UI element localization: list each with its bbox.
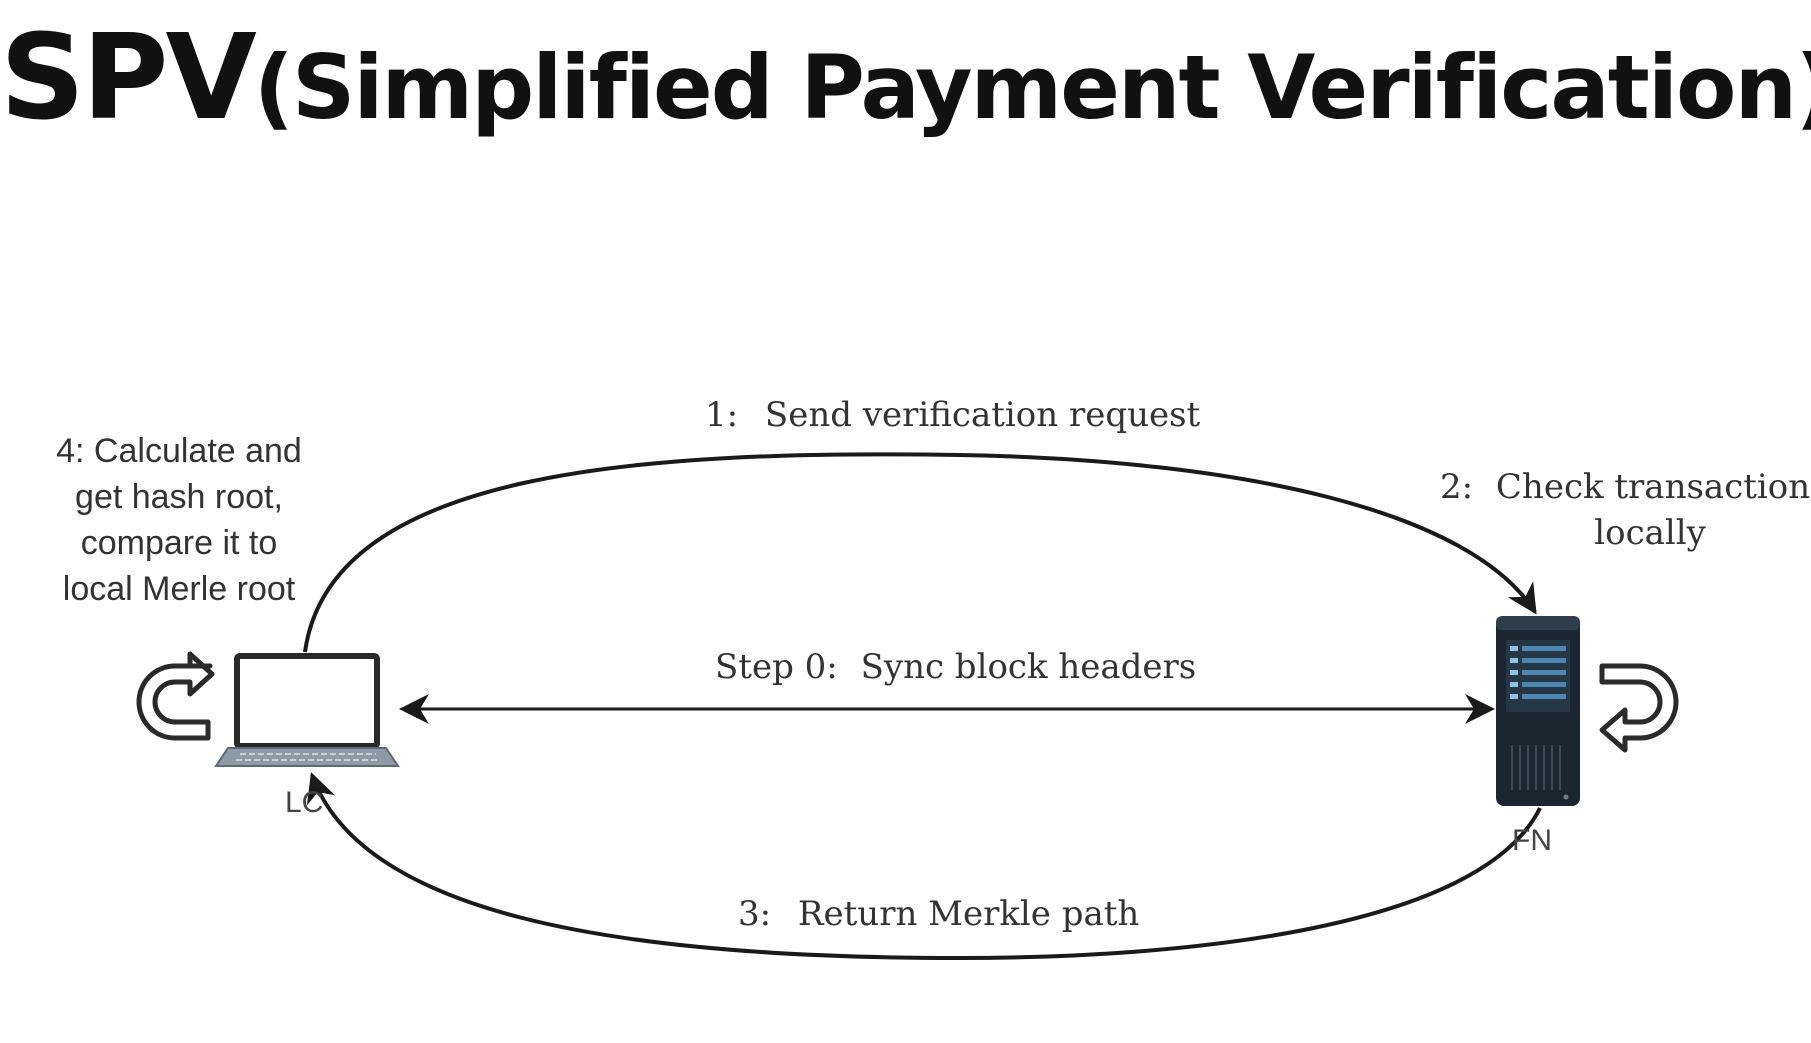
step4-line1: 4: Calculate and xyxy=(56,432,302,470)
fn-local-loop-icon xyxy=(1599,663,1679,753)
laptop-icon xyxy=(214,653,400,767)
step2-label: 2: Check transaction locally xyxy=(1440,464,1810,556)
step0-text: Sync block headers xyxy=(860,647,1197,687)
step1-arrow xyxy=(303,452,1537,653)
title-acronym: SPV xyxy=(0,8,257,146)
step3-text: Return Merkle path xyxy=(797,894,1140,934)
step1-label: 1: Send verification request xyxy=(705,392,1200,438)
step4-line3: compare it to xyxy=(80,524,278,562)
step2-line2: locally xyxy=(1594,513,1706,553)
step3-label: 3: Return Merkle path xyxy=(738,891,1139,937)
fn-node-label: FN xyxy=(1512,824,1552,857)
diagram-title: SPV(Simplified Payment Verification) xyxy=(0,8,1811,146)
lc-local-loop-icon xyxy=(136,651,215,741)
lc-node-label: LC xyxy=(285,786,324,819)
step2-line1: Check transaction xyxy=(1495,467,1811,507)
title-expansion: (Simplified Payment Verification) xyxy=(253,36,1811,139)
step2-number: 2: xyxy=(1440,467,1474,507)
step4-line4: local Merle root xyxy=(62,570,296,608)
step4-label: 4: Calculate and get hash root, compare … xyxy=(34,428,324,612)
step0-number: Step 0: xyxy=(715,647,838,687)
step3-arrow xyxy=(306,772,1542,961)
step1-text: Send verification request xyxy=(764,395,1201,435)
step0-label: Step 0: Sync block headers xyxy=(715,644,1196,690)
step1-number: 1: xyxy=(705,395,739,435)
step4-line2: get hash root, xyxy=(75,478,283,516)
server-icon xyxy=(1496,616,1580,806)
step3-number: 3: xyxy=(738,894,772,934)
